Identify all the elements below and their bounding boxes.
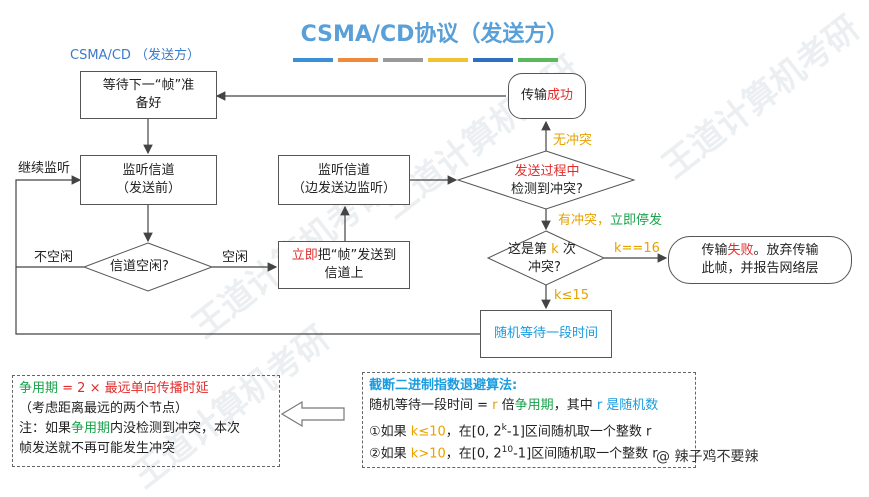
edge-label-no-conflict: 无冲突 <box>553 133 593 148</box>
channel-idle-diamond <box>82 242 214 292</box>
edge-label-k16: k==16 <box>614 241 660 256</box>
contention-note: 争用期 = 2 × 最远单向传播时延 （考虑距离最远的两个节点） 注：如果争用期… <box>12 375 280 467</box>
wait-random-box: 随机等待一段时间 <box>480 310 612 358</box>
color-bar <box>338 58 378 62</box>
kth-label-line2: 冲突? <box>528 260 561 275</box>
note-line: ①如果 k≤10，在[0, 2k-1]区间随机取一个整数 r <box>369 423 652 440</box>
backoff-note: 截断二进制指数退避算法: 随机等待一段时间 = r 倍争用期，其中 r 是随机数… <box>362 372 696 468</box>
wait-frame-box: 等待下一“帧”准备好 <box>80 71 217 119</box>
note-line: （考虑距离最远的两个节点） <box>19 401 189 416</box>
color-bar <box>383 58 423 62</box>
detect-label: 发送过程中检测到冲突? <box>511 164 583 197</box>
send-now-box: 立即把“帧”发送到信道上 <box>278 241 410 289</box>
channel-idle-label: 信道空闲? <box>110 259 169 274</box>
page-title: CSMA/CD协议（发送方） <box>300 22 569 47</box>
edge-label-busy: 不空闲 <box>34 250 74 265</box>
subtitle: CSMA/CD （发送方） <box>70 48 201 63</box>
edge-label-conflict: 有冲突，立即停发 <box>558 213 663 228</box>
note-line: 随机等待一段时间 = r 倍争用期，其中 r 是随机数 <box>369 398 659 413</box>
color-bar <box>428 58 468 62</box>
note-line: 注：如果争用期内没检测到冲突，本次 <box>19 421 241 436</box>
edge-label-k15: k≤15 <box>554 288 589 303</box>
flow-connectors <box>15 91 668 428</box>
kth-label: 这是第 k 次 <box>508 242 576 257</box>
listen-while-box: 监听信道（边发送边监听） <box>278 155 410 205</box>
credit-watermark: @ 辣子鸡不要辣 <box>656 449 759 465</box>
color-bar <box>473 58 513 62</box>
listen-before-box: 监听信道（发送前） <box>80 155 217 205</box>
note-title: 截断二进制指数退避算法: <box>369 378 518 393</box>
edge-label-idle: 空闲 <box>222 250 249 265</box>
color-bar <box>293 58 333 62</box>
fail-node: 传输失败。放弃传输此帧，并报告网络层 <box>668 236 852 284</box>
hollow-arrow-icon <box>280 400 345 428</box>
note-line: ②如果 k>10，在[0, 210-1]区间随机取一个整数 r <box>369 445 658 462</box>
color-bar <box>518 58 558 62</box>
note-line: 争用期 = 2 × 最远单向传播时延 <box>19 381 209 396</box>
edge-label-continue: 继续监听 <box>18 161 71 176</box>
note-line: 帧发送就不再可能发生冲突 <box>19 441 176 456</box>
success-node: 传输成功 <box>508 73 586 119</box>
